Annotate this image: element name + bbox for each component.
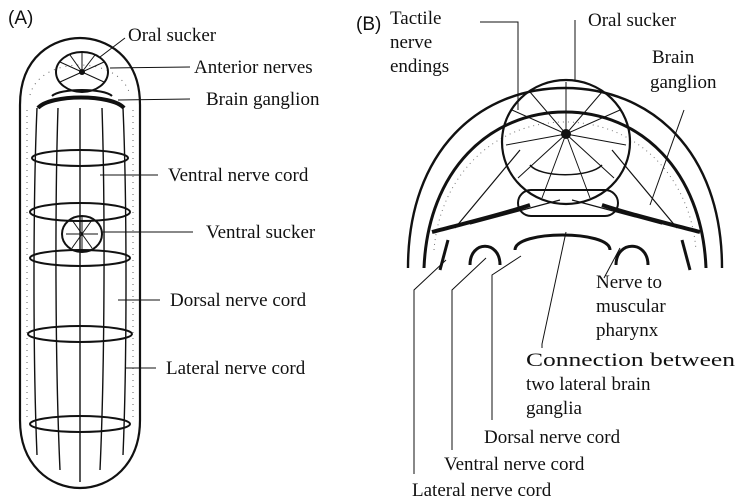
label-b-dorsal-nerve-cord: Dorsal nerve cord [484,427,621,448]
label-b-connection-3: ganglia [526,398,582,419]
label-b-tactile-3: endings [390,56,449,77]
nerve-cord-arches-b [440,235,690,270]
label-b-tactile-1: Tactile [390,8,441,29]
label-a-dorsal-nerve-cord: Dorsal nerve cord [170,290,307,311]
label-b-ventral-nerve-cord: Ventral nerve cord [444,454,585,475]
label-b-pharynx-2: muscular [596,296,666,317]
label-a-anterior-nerves: Anterior nerves [194,57,313,78]
label-b-lateral-nerve-cord: Lateral nerve cord [412,480,552,501]
label-b-brain-2: ganglion [650,72,717,93]
panel-b-tag: (B) [356,14,381,35]
label-b-oral-sucker: Oral sucker [588,10,677,31]
label-a-brain-ganglion: Brain ganglion [206,89,320,110]
panel-a-tag: (A) [8,8,33,29]
label-b-pharynx-3: pharynx [596,320,659,341]
label-b-pharynx-1: Nerve to [596,272,662,293]
label-b-connection-2: two lateral brain [526,374,651,395]
panel-a: (A) [8,8,320,488]
label-a-ventral-nerve-cord: Ventral nerve cord [168,165,309,186]
anterior-end-outline [408,88,722,268]
label-b-tactile-2: nerve [390,32,432,53]
label-a-lateral-nerve-cord: Lateral nerve cord [166,358,306,379]
ventral-sucker-a [62,216,102,252]
label-b-connection-1: Connection between [526,350,736,371]
panel-b: (B) [356,8,736,501]
oral-sucker-a [56,52,108,92]
label-a-oral-sucker: Oral sucker [128,25,217,46]
label-a-ventral-sucker: Ventral sucker [206,222,316,243]
label-b-brain-1: Brain [652,47,695,68]
leader-lines-a [100,38,193,368]
oral-sucker-b [502,80,630,204]
